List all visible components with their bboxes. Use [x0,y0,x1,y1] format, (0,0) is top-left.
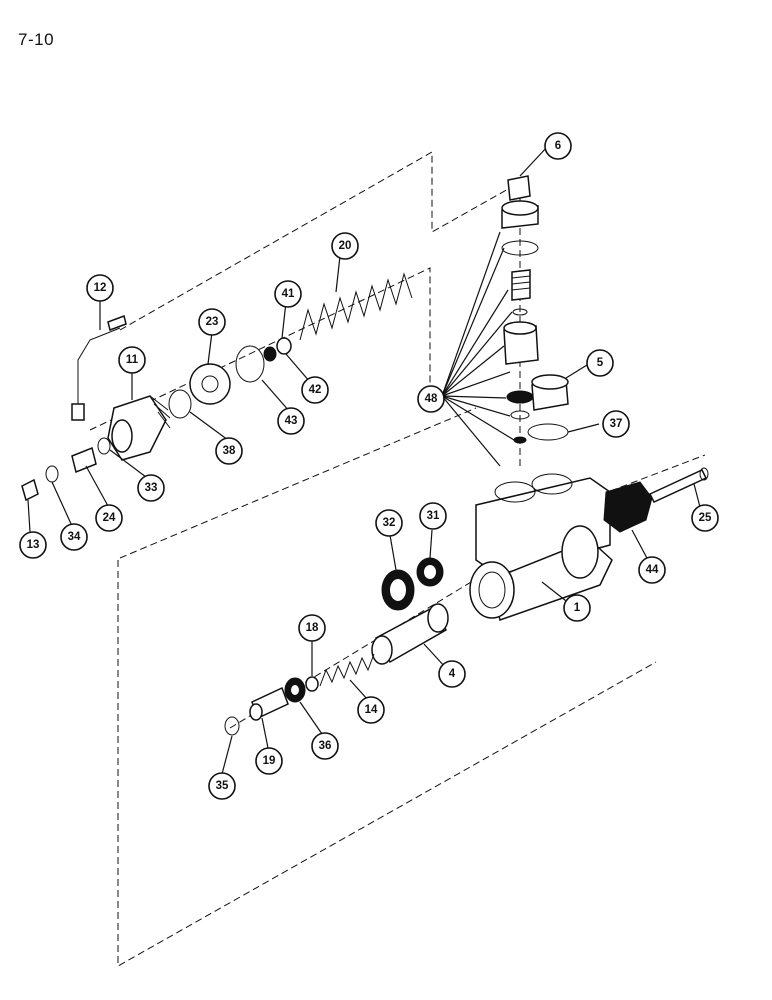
svg-text:19: 19 [263,755,276,767]
callout-18: 18 [298,614,326,642]
svg-text:23: 23 [206,316,219,328]
callout-24: 24 [95,504,123,532]
callout-5: 5 [586,349,614,377]
svg-text:33: 33 [145,482,158,494]
callout-12: 12 [86,274,114,302]
svg-text:25: 25 [699,512,712,524]
callout-36: 34 [60,523,88,551]
plug-and-o-ring [527,374,569,441]
callout-1: 1 [563,594,591,622]
svg-text:48: 48 [425,393,438,405]
svg-text:20: 20 [339,240,352,252]
callout-4: 4 [438,660,466,688]
leader-lines [27,145,701,775]
seals-and-spool [371,557,449,665]
boot-and-rod [603,467,709,533]
svg-text:43: 43 [285,415,298,427]
callout-23: 23 [198,308,226,336]
svg-text:5: 5 [597,357,604,369]
callout-34: 38 [215,437,243,465]
svg-text:38: 38 [223,445,236,457]
callout-37: 36 [311,732,339,760]
callout-19: 19 [255,747,283,775]
callout-14: 14 [357,696,385,724]
svg-text:32: 32 [383,517,396,529]
callout-43: 43 [277,407,305,435]
svg-text:13: 13 [27,539,40,551]
svg-text:6: 6 [555,140,561,152]
callout-13: 13 [19,531,47,559]
svg-text:41: 41 [282,288,295,300]
svg-text:24: 24 [103,512,116,524]
svg-text:1: 1 [574,602,581,614]
callout-38: 35 [208,772,236,800]
callout-35: 33 [137,474,165,502]
svg-text:37: 37 [610,418,623,430]
valve-body [469,473,613,621]
svg-text:42: 42 [309,384,322,396]
svg-text:4: 4 [449,668,456,680]
callout-31: 31 [419,502,447,530]
svg-text:31: 31 [427,510,440,522]
svg-text:11: 11 [126,354,139,366]
callout-42: 42 [301,376,329,404]
callout-25: 25 [691,504,719,532]
svg-text:36: 36 [319,740,332,752]
lower-spool-parts [224,653,375,736]
callout-44: 44 [638,556,666,584]
assembly-lines [89,151,706,967]
callout-41: 41 [274,280,302,308]
callout-32: 32 [375,509,403,537]
callout-20: 20 [331,232,359,260]
svg-text:34: 34 [68,531,81,543]
page-number: 7-10 [18,30,55,49]
svg-text:18: 18 [306,622,319,634]
callout-48: 48 [417,385,445,413]
svg-text:44: 44 [646,564,659,576]
upper-left-parts [21,272,413,502]
callout-6: 6 [544,132,572,160]
callout-11: 11 [118,346,146,374]
cartridge-stack [501,175,539,444]
svg-text:14: 14 [365,704,378,716]
callout-33: 37 [602,410,630,438]
svg-text:35: 35 [216,780,229,792]
svg-text:12: 12 [94,282,107,294]
